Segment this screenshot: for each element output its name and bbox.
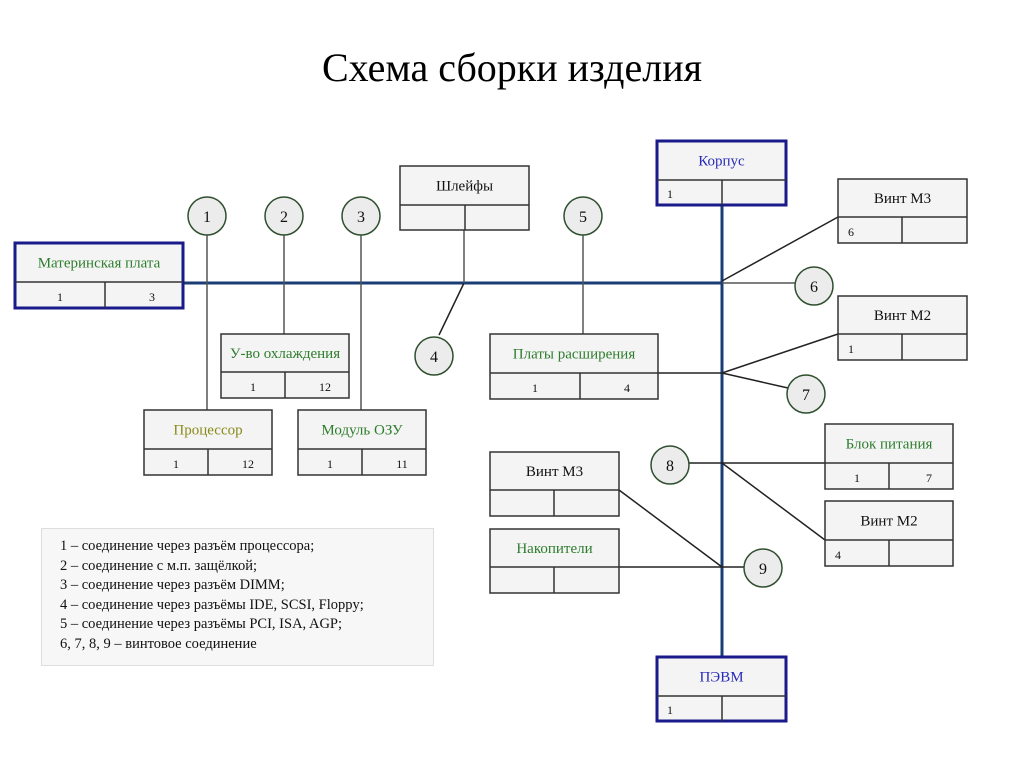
block-left-value: 1 <box>327 457 333 471</box>
block-left-value: 1 <box>854 471 860 485</box>
connection-marker-3: 3 <box>341 196 381 236</box>
block-label: Винт М3 <box>526 464 583 480</box>
block-screw-m2-top: Винт М2 1 <box>837 295 968 361</box>
page-title: Схема сборки изделия <box>321 45 703 90</box>
connection-number: 9 <box>759 561 767 578</box>
link-screw-m2-top <box>721 333 839 374</box>
link-screw-m2-bottom <box>721 462 826 541</box>
block-left-value: 6 <box>848 225 854 239</box>
block-expansion: Платы расширения 1 4 <box>489 333 659 400</box>
connection-marker-1: 1 <box>187 196 227 236</box>
legend-item: 5 – соединение через разъёмы PCI, ISA, A… <box>60 616 343 633</box>
connection-circle <box>743 548 783 588</box>
block-left-value: 1 <box>173 457 179 471</box>
connection-marker-4: 4 <box>414 336 454 376</box>
connection-circle <box>794 266 834 306</box>
link-screw-m3-bottom <box>618 489 723 568</box>
link-screw-m3-top <box>721 216 839 282</box>
link-4 <box>438 282 465 336</box>
block-left-value: 1 <box>532 381 538 395</box>
connection-lines <box>183 205 839 657</box>
legend-item: 3 – соединение через разъём DIMM; <box>60 577 285 594</box>
block-left-value: 1 <box>848 342 854 356</box>
connection-marker-8: 8 <box>650 445 690 485</box>
block-left-value: 1 <box>57 290 63 304</box>
block-right-value: 12 <box>319 380 331 394</box>
legend-item: 4 – соединение через разъёмы IDE, SCSI, … <box>60 596 364 613</box>
connection-circle <box>264 196 304 236</box>
block-label: ПЭВМ <box>699 670 743 686</box>
block-screw-m3-top: Винт М3 6 <box>837 178 968 244</box>
connection-marker-7: 7 <box>786 374 826 414</box>
legend-item: 1 – соединение через разъём процессора; <box>60 538 315 554</box>
block-right-value: 7 <box>926 471 932 485</box>
connection-marker-9: 9 <box>743 548 783 588</box>
block-pc: ПЭВМ 1 <box>655 655 788 723</box>
connection-number: 8 <box>666 458 674 475</box>
block-label: Шлейфы <box>436 179 493 195</box>
block-right-value: 11 <box>396 457 408 471</box>
block-label: Модуль ОЗУ <box>321 423 403 439</box>
block-label: Процессор <box>173 423 242 439</box>
block-cabinet: Корпус 1 <box>655 139 788 207</box>
legend: 1 – соединение через разъём процессора; … <box>41 528 434 666</box>
block-label: У-во охлаждения <box>230 346 340 362</box>
legend-item: 6, 7, 8, 9 – винтовое соединение <box>60 635 257 652</box>
connection-number: 3 <box>357 209 365 226</box>
block-left-value: 1 <box>667 703 673 717</box>
block-label: Блок питания <box>846 437 933 453</box>
block-label: Материнская плата <box>38 256 161 272</box>
connection-number: 1 <box>203 209 211 226</box>
block-screw-m2-bottom: Винт М2 4 <box>824 500 954 567</box>
block-cables: Шлейфы <box>399 165 530 231</box>
block-label: Винт М2 <box>874 308 931 324</box>
connection-number: 2 <box>280 209 288 226</box>
block-cpu: Процессор 1 12 <box>143 409 273 476</box>
block-psu: Блок питания 1 7 <box>824 423 954 490</box>
block-right-value: 12 <box>242 457 254 471</box>
connection-circle <box>650 445 690 485</box>
connection-number: 5 <box>579 209 587 226</box>
block-right-value: 4 <box>624 381 630 395</box>
block-frame <box>489 451 620 517</box>
connection-circle <box>563 196 603 236</box>
block-frame <box>13 241 185 310</box>
connection-circle <box>341 196 381 236</box>
connection-marker-2: 2 <box>264 196 304 236</box>
block-label: Винт М2 <box>860 514 917 530</box>
block-right-value: 3 <box>149 290 155 304</box>
block-cooler: У-во охлаждения 1 12 <box>220 333 350 399</box>
block-drives: Накопители <box>489 528 620 594</box>
connection-number: 7 <box>802 387 810 404</box>
legend-item: 2 – соединение с м.п. защёлкой; <box>60 557 257 574</box>
block-label: Платы расширения <box>513 347 636 363</box>
connection-number: 6 <box>810 279 818 296</box>
connection-marker-6: 6 <box>794 266 834 306</box>
block-screw-m3-bottom: Винт М3 <box>489 451 620 517</box>
link-7 <box>721 372 789 389</box>
block-left-value: 1 <box>250 380 256 394</box>
block-label: Накопители <box>516 541 592 557</box>
connection-circle <box>414 336 454 376</box>
block-left-value: 1 <box>667 187 673 201</box>
block-frame <box>489 333 659 400</box>
block-label: Корпус <box>698 154 745 170</box>
connection-number: 4 <box>430 349 438 366</box>
connection-circle <box>786 374 826 414</box>
block-left-value: 4 <box>835 548 841 562</box>
block-label: Винт М3 <box>874 191 931 207</box>
connection-marker-5: 5 <box>563 196 603 236</box>
connection-circle <box>187 196 227 236</box>
block-motherboard: Материнская плата 1 3 <box>13 241 185 310</box>
